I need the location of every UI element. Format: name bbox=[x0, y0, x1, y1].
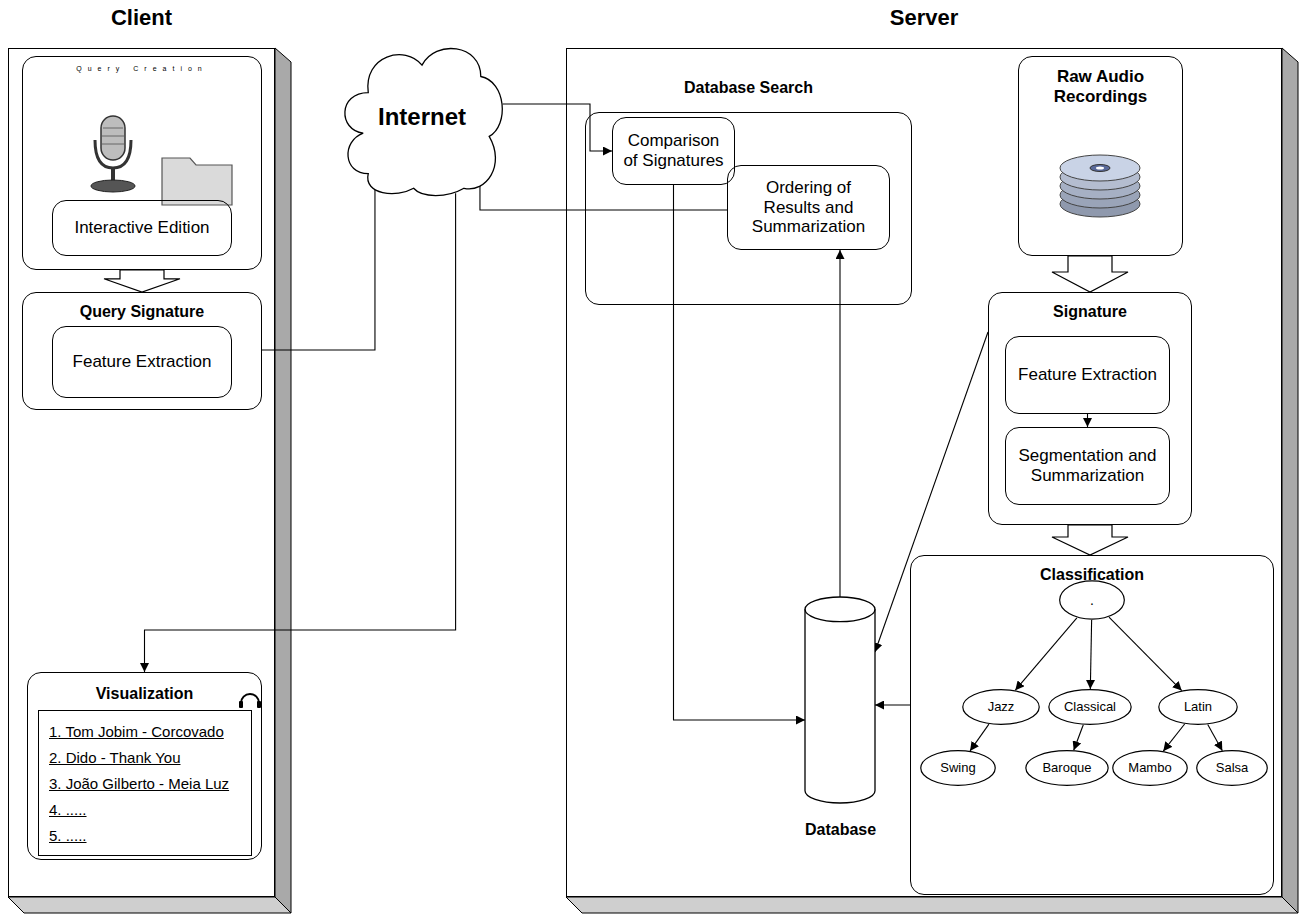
block-arrow bbox=[1052, 256, 1128, 292]
box-label: Interactive Edition bbox=[74, 218, 209, 238]
box-label: Feature Extraction bbox=[73, 352, 212, 372]
list-item: 3. João Gilberto - Meia Luz bbox=[49, 771, 241, 797]
server-panel: ServerDatabase SearchComparison of Signa… bbox=[566, 48, 1282, 897]
box-label: Latin bbox=[1184, 700, 1212, 715]
genre-node: Classical bbox=[1048, 689, 1132, 725]
connector bbox=[1208, 724, 1223, 750]
heading: Database bbox=[805, 821, 875, 839]
box-label: Salsa bbox=[1216, 761, 1249, 776]
box-label: Segmentation and Summarization bbox=[1014, 446, 1161, 485]
raw-audio-box: Raw Audio Recordings bbox=[1018, 56, 1183, 256]
connector bbox=[503, 104, 612, 151]
process-box: Ordering of Results and Summarization bbox=[727, 165, 890, 250]
box-label: Mambo bbox=[1128, 761, 1171, 776]
internet-cloud: Internet bbox=[338, 36, 506, 198]
panel-side bbox=[8, 897, 291, 913]
genre-node: Salsa bbox=[1196, 750, 1268, 786]
connector bbox=[262, 190, 375, 350]
box-label: Internet bbox=[378, 103, 466, 131]
connector bbox=[674, 185, 806, 720]
classification-box: Classification. Jazz Classical LatinSwing Ba… bbox=[910, 555, 1274, 895]
cd-stack-icon bbox=[1060, 155, 1140, 217]
genre-node: Jazz bbox=[962, 689, 1040, 725]
connector bbox=[1163, 724, 1184, 751]
connector bbox=[1087, 414, 1088, 427]
box-label: Ordering of Results and Summarization bbox=[736, 178, 881, 237]
microphone-icon bbox=[91, 116, 135, 192]
connector bbox=[1090, 620, 1091, 689]
heading: Client bbox=[9, 5, 274, 30]
visualization-box: Visualization 1. Tom Jobim - Corcovado2. … bbox=[27, 672, 262, 860]
folder-icon bbox=[162, 158, 232, 205]
box-label: Jazz bbox=[988, 700, 1015, 715]
process-box: Segmentation and Summarization bbox=[1005, 427, 1170, 505]
box-label: Baroque bbox=[1042, 761, 1091, 776]
connector bbox=[970, 724, 989, 751]
query-signature-box: Query SignatureFeature Extraction bbox=[22, 292, 262, 410]
heading: Query Creation bbox=[41, 65, 243, 73]
database-search-box: Database SearchComparison of SignaturesO… bbox=[585, 112, 912, 305]
connector bbox=[145, 193, 456, 672]
heading: Raw Audio Recordings bbox=[1037, 67, 1164, 106]
box-label: Comparison of Signatures bbox=[621, 131, 726, 170]
connector bbox=[875, 704, 910, 705]
process-box: Feature Extraction bbox=[1005, 336, 1170, 414]
signature-box: SignatureFeature ExtractionSegmentation … bbox=[988, 292, 1192, 525]
panel-side bbox=[1282, 48, 1298, 913]
box-label: Swing bbox=[940, 761, 975, 776]
list-item: 1. Tom Jobim - Corcovado bbox=[49, 719, 241, 745]
heading: Visualization bbox=[46, 685, 243, 703]
query-creation-box: Query CreationInteractive Edition bbox=[22, 56, 262, 270]
panel-side bbox=[566, 897, 1298, 913]
database-cylinder: Database bbox=[805, 597, 875, 803]
tree-node: . bbox=[1059, 580, 1125, 620]
connector bbox=[1109, 617, 1182, 690]
block-arrow bbox=[104, 270, 180, 292]
connector bbox=[1074, 725, 1084, 750]
heading: Server bbox=[567, 5, 1281, 30]
list-item: 2. Dido - Thank You bbox=[49, 745, 241, 771]
genre-node: Mambo bbox=[1112, 750, 1188, 786]
box-label: Feature Extraction bbox=[1018, 365, 1157, 385]
process-box: Interactive Edition bbox=[52, 200, 232, 256]
block-arrow bbox=[1052, 525, 1128, 555]
heading: Query Signature bbox=[41, 303, 243, 321]
process-box: Comparison of Signatures bbox=[612, 117, 735, 185]
box-label: . bbox=[1090, 592, 1094, 608]
connector bbox=[875, 332, 988, 652]
genre-node: Baroque bbox=[1025, 750, 1109, 786]
genre-node: Latin bbox=[1158, 689, 1238, 725]
cyl-outline bbox=[805, 597, 875, 803]
list-item: 5. ..... bbox=[49, 823, 241, 849]
heading: Classification bbox=[929, 566, 1255, 584]
heading: Database Search bbox=[586, 79, 911, 97]
connector bbox=[480, 177, 727, 210]
box-label: Classical bbox=[1064, 700, 1116, 715]
client-panel: ClientQuery CreationInteractive EditionQ… bbox=[8, 48, 275, 897]
connector bbox=[1015, 618, 1077, 690]
process-box: Feature Extraction bbox=[52, 326, 232, 398]
heading: Signature bbox=[1007, 303, 1173, 321]
connector bbox=[839, 250, 840, 597]
list-item: 4. ..... bbox=[49, 797, 241, 823]
genre-node: Swing bbox=[920, 750, 996, 786]
panel-side bbox=[275, 48, 291, 913]
result-list: 1. Tom Jobim - Corcovado2. Dido - Thank … bbox=[38, 710, 252, 856]
headphone-icon bbox=[239, 694, 261, 708]
